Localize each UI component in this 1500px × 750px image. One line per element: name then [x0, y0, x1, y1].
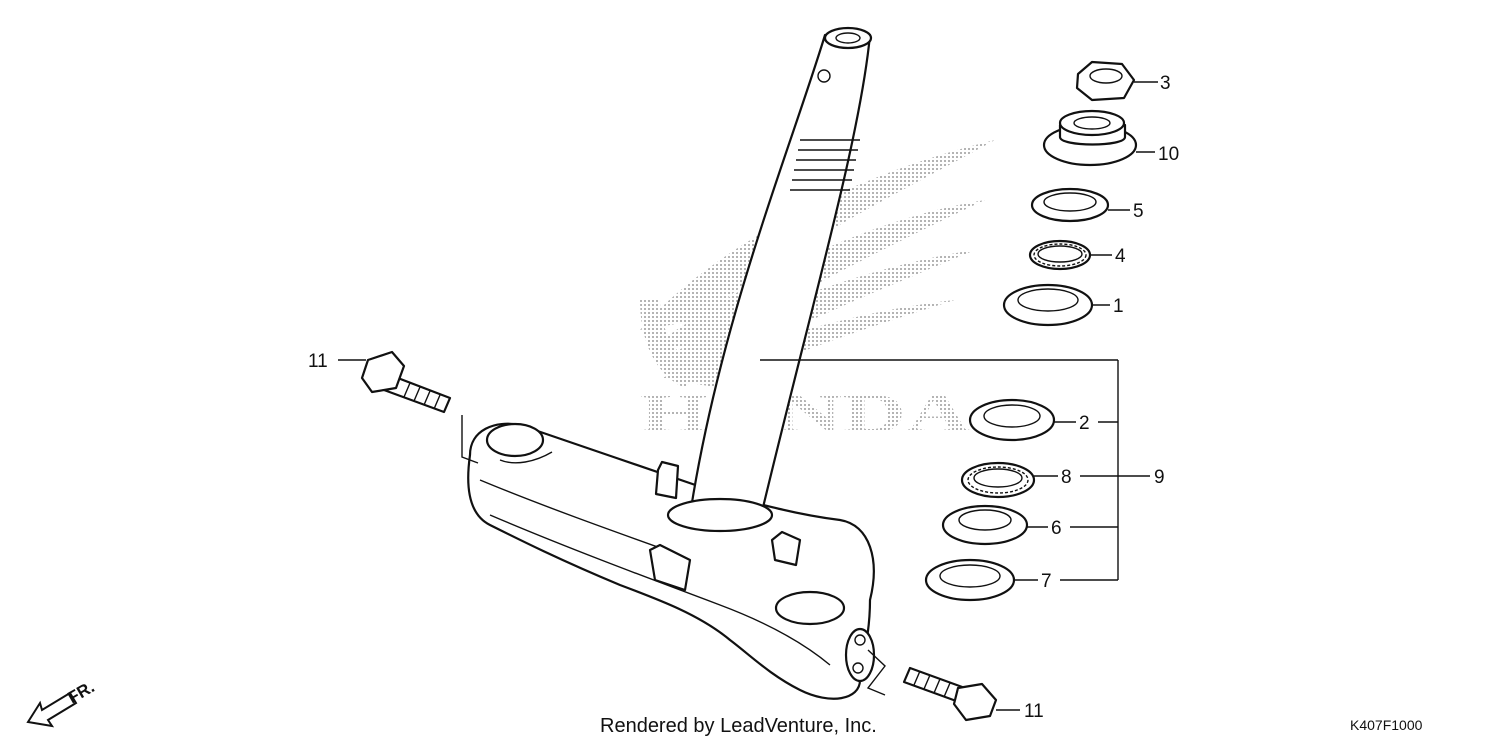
front-arrow-icon: [26, 691, 78, 728]
callout-5: 5: [1133, 201, 1144, 222]
callout-8: 8: [1061, 467, 1072, 488]
callout-9: 9: [1154, 467, 1165, 488]
diagram-code: K407F1000: [1350, 717, 1423, 733]
steering-stem-assembly: [467, 26, 876, 700]
stem-pin-hole: [817, 69, 831, 83]
ball-race-2: [968, 398, 1056, 442]
render-credit: Rendered by LeadVenture, Inc.: [600, 715, 877, 737]
mount-boss-right: [770, 530, 802, 567]
callout-2: 2: [1079, 413, 1090, 434]
ball-race-6: [941, 504, 1029, 546]
callout-4: 4: [1115, 246, 1126, 267]
callout-11-lower: 11: [1024, 701, 1044, 722]
bridge-clamp-right: [774, 590, 846, 626]
dust-seal-7: [924, 558, 1016, 602]
callout-6: 6: [1051, 518, 1062, 539]
mount-boss-left: [654, 460, 680, 500]
dust-seal-5: [1030, 187, 1110, 223]
bolt-11-lower: [866, 649, 998, 722]
bearing-8: [960, 461, 1036, 499]
adjusting-nut-10: [1042, 109, 1138, 167]
mount-boss-center: [648, 543, 692, 592]
leader-lines: [338, 81, 1158, 711]
bolt-11-upper: [360, 350, 479, 464]
upper-cone-race-1: [1002, 283, 1094, 327]
steel-ball-race-4: [1028, 239, 1092, 271]
stem-base-collar: [666, 497, 774, 533]
callout-10: 10: [1158, 144, 1179, 165]
honda-watermark-text: HONDA: [640, 383, 971, 445]
callout-1: 1: [1113, 296, 1124, 317]
steering-nut-3: [1075, 60, 1136, 102]
stem-top-end: [823, 26, 873, 50]
front-direction-marker: FR.: [26, 677, 98, 728]
callout-3: 3: [1160, 73, 1171, 94]
callout-7: 7: [1041, 571, 1052, 592]
callout-11-upper: 11: [308, 351, 328, 372]
bridge-clamp-left: [485, 422, 545, 458]
